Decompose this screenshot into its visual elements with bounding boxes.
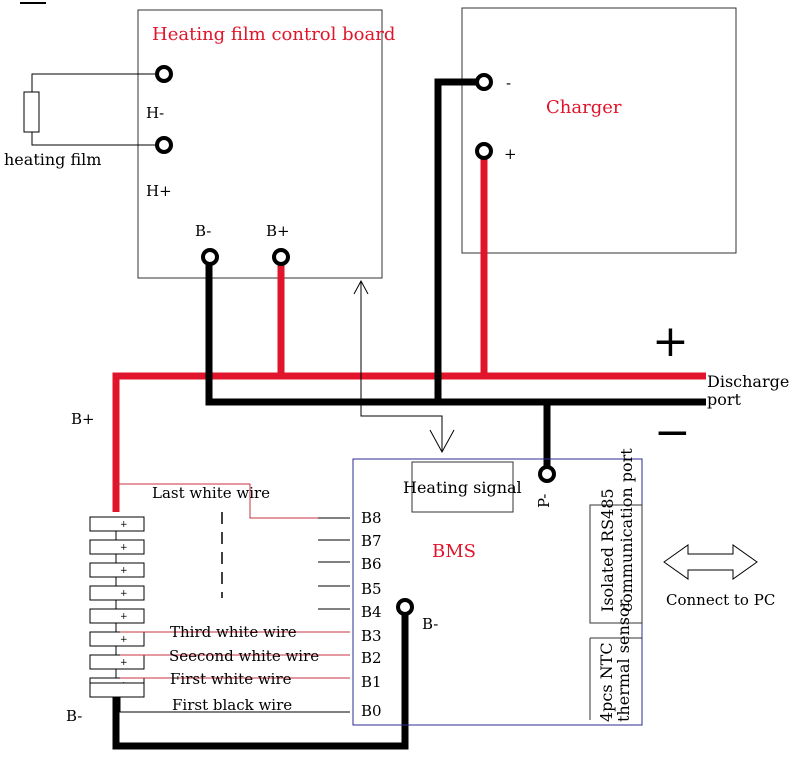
cell-plus-mark: +: [120, 589, 128, 599]
charger-minus-terminal: [475, 73, 493, 91]
h-minus-terminal: [155, 65, 173, 83]
h-minus-label: H-: [146, 104, 164, 122]
cell-plus-mark: +: [120, 635, 128, 645]
sense-wires: [116, 483, 350, 713]
rs485-port-box: [589, 504, 643, 624]
cell-plus-mark: +: [120, 520, 128, 530]
heating-film-wire-top: [31, 73, 157, 92]
battery-cell: [89, 585, 145, 601]
third-white-wire-label: Third white wire: [170, 623, 297, 641]
charger-plus-terminal: [475, 142, 493, 160]
bms-pin-label: B0: [361, 702, 382, 720]
discharge-port: + − Discharge port: [652, 316, 789, 458]
board-b-plus-label: B+: [266, 222, 290, 240]
heating-signal-link: [353, 279, 455, 454]
positive-bus-wire: [112, 372, 706, 512]
heating-film-wire-bottom: [31, 132, 157, 146]
battery-b-minus-label: B-: [66, 707, 82, 725]
discharge-label-line1: Discharge: [707, 372, 789, 391]
charger: Charger - +: [461, 7, 737, 254]
heating-signal-box: [411, 461, 514, 513]
heating-board-box: [137, 9, 383, 279]
battery-b-plus-label: B+: [71, 410, 95, 428]
h-plus-label: H+: [146, 182, 172, 200]
bms-pin-label: B6: [361, 555, 382, 573]
first-black-wire: [119, 697, 350, 713]
up-arrow-head: [353, 279, 369, 295]
ntc-label-line2: thermal sensor: [614, 599, 633, 722]
second-white-wire-label: Seecond white wire: [169, 647, 319, 665]
cell-plus-mark: +: [120, 612, 128, 622]
heating-board-title: Heating film control board: [152, 24, 395, 45]
heating-film-resistor: [23, 91, 40, 133]
board-b-minus-label: B-: [195, 222, 211, 240]
rs485-label-line2: communication port: [617, 448, 636, 612]
board-b-plus-terminal: [272, 248, 290, 266]
battery-cell: [89, 562, 145, 578]
ntc-label-line1: 4pcs NTC: [597, 642, 616, 722]
h-plus-terminal: [155, 136, 173, 154]
charger-plus-label: +: [504, 145, 517, 163]
cell-plus-mark: +: [120, 566, 128, 576]
last-white-wire: [116, 483, 318, 519]
charger-box: [461, 7, 737, 254]
board-b-minus-terminal: [201, 248, 219, 266]
battery-cell: [89, 631, 145, 647]
bms-pin-label: B4: [361, 603, 382, 621]
battery-cell: [89, 608, 145, 624]
first-white-wire-label: First white wire: [170, 670, 292, 688]
bms-b-minus-label: B-: [422, 615, 438, 633]
last-white-wire-label: Last white wire: [152, 484, 270, 502]
bms-pin-label: B3: [361, 627, 382, 645]
battery-cell: [89, 516, 145, 532]
heating-film-control-board: Heating film control board H- H+ B- B+: [137, 9, 395, 279]
bms-pin-label: B8: [361, 509, 382, 527]
p-minus-label: P-: [535, 494, 553, 508]
connect-to-pc: Connect to PC: [663, 544, 775, 609]
positive-bus: [112, 151, 706, 512]
battery-cell: [89, 682, 145, 698]
charger-minus-label: -: [506, 74, 511, 92]
negative-bus-wire: [205, 257, 706, 406]
battery-cell: [89, 654, 145, 670]
heating-signal-label: Heating signal: [403, 478, 522, 497]
discharge-minus-sign: −: [654, 407, 691, 458]
heating-film-label: heating film: [4, 150, 101, 169]
battery-cell: [89, 539, 145, 555]
heating-signal-wire: [360, 282, 443, 452]
down-arrow-head: [429, 429, 455, 454]
heating-film: heating film: [4, 73, 157, 169]
double-arrow-icon: [663, 544, 758, 580]
battery-negative-wire: [112, 608, 409, 750]
discharge-label-line2: port: [707, 390, 742, 409]
bms-pin-label: B1: [361, 673, 382, 691]
bms-pin-label: B5: [361, 580, 382, 598]
p-minus-terminal: [538, 465, 556, 483]
discharge-plus-sign: +: [652, 316, 689, 367]
first-black-wire-label: First black wire: [172, 696, 292, 714]
charger-minus-wire: [434, 78, 476, 402]
cell-plus-mark: +: [120, 658, 128, 668]
cell-plus-mark: +: [120, 543, 128, 553]
rs485-label-line1: Isolated RS485: [598, 488, 617, 612]
charger-title: Charger: [546, 97, 622, 118]
bms-pin-label: B7: [361, 532, 382, 550]
bms-pin-label: B2: [361, 649, 382, 667]
battery-cell-stack: ++++++++: [89, 516, 145, 701]
negative-bus: [112, 78, 706, 750]
bms-b-minus-terminal: [396, 598, 414, 616]
connect-to-pc-label: Connect to PC: [666, 591, 775, 609]
bms-title: BMS: [432, 541, 476, 562]
